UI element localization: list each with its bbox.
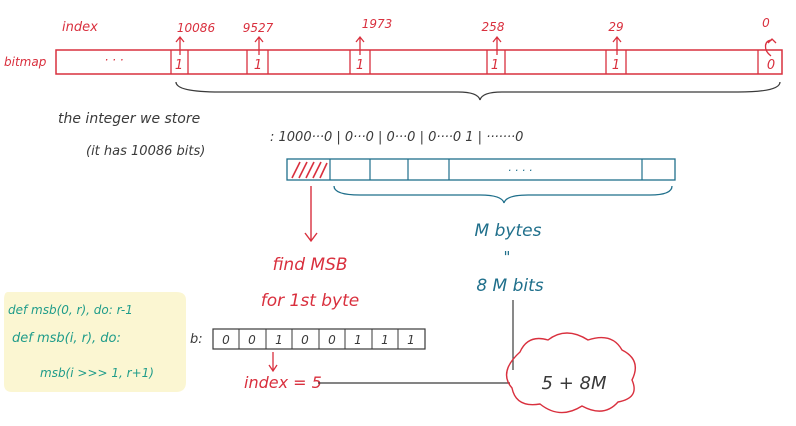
code-line2: def msb(i, r), do:: [12, 331, 121, 346]
bit-value: 0: [328, 333, 336, 347]
bit-value: 1: [275, 333, 283, 347]
index-label: index: [62, 20, 98, 35]
bytes-brace: [333, 185, 673, 204]
hatch-stroke: [312, 161, 322, 179]
up-arrow-icon: [612, 35, 622, 55]
bytes-label: M bytes: [475, 221, 542, 241]
bitmap-cell-bit: 1: [254, 58, 262, 73]
hatch-stroke: [291, 161, 301, 179]
bitmap-cell-bit: 1: [175, 58, 183, 73]
code-highlight: [4, 292, 186, 392]
bitmap-strip-outline: [55, 49, 783, 75]
result-value: 5 + 8M: [542, 373, 607, 394]
hatch-stroke: [319, 162, 328, 179]
bitmap-cell: 9527 1: [243, 21, 274, 73]
curly-brace: [175, 81, 781, 101]
byte-b-label: b:: [190, 332, 203, 347]
integer-caption-line2: (it has 10086 bits): [86, 144, 205, 159]
index-result: index = 5: [244, 373, 322, 392]
bitmap-cell-bit: 0: [767, 58, 775, 73]
up-arrow-icon: [254, 35, 264, 55]
byte-strip: [286, 158, 676, 181]
bitmap-cell-index: 10086: [177, 21, 216, 35]
bitmap-cell: 29 1: [608, 20, 623, 73]
equals-sign: ": [504, 248, 511, 266]
bit-value: 1: [354, 333, 362, 347]
code-line3: msb(i >>> 1, r+1): [40, 366, 154, 380]
bits-label: 8 M bits: [476, 276, 543, 296]
bitmap-strip: [55, 49, 783, 75]
binary-representation: : 1000···0 | 0···0 | 0···0 | 0····0 1 | …: [270, 130, 523, 145]
first-byte-hatch: [291, 161, 328, 179]
bitmap-cell-bit: 1: [356, 58, 364, 73]
bit-value: 0: [248, 333, 256, 347]
bitmap-cell-index: 9527: [243, 21, 274, 35]
bit-value: 0: [222, 333, 230, 347]
bitmap-row-label: bitmap: [4, 55, 47, 69]
bit-value: 0: [301, 333, 309, 347]
curved-up-arrow-icon: [764, 38, 777, 57]
bitmap-cell: 258 1: [482, 20, 505, 73]
up-arrow-icon: [175, 35, 185, 55]
up-arrow-icon: [355, 35, 365, 55]
find-msb-line1: find MSB: [272, 255, 347, 275]
bitmap-ellipsis: · · ·: [104, 53, 123, 67]
code-line1: def msb(0, r), do: r-1: [8, 303, 133, 317]
bit-box: [212, 328, 426, 350]
bit-value: 1: [407, 333, 415, 347]
bitmap-cell-index: 0: [762, 16, 770, 30]
bitmap-cell-bit: 1: [491, 58, 499, 73]
msb-down-arrow-icon: [268, 352, 278, 373]
bitmap-cell: 10086 1: [175, 21, 216, 73]
bitmap-cell: 1973 1: [355, 17, 393, 73]
hatch-stroke: [298, 161, 308, 179]
hatch-stroke: [305, 161, 315, 179]
down-arrow-icon: [304, 186, 318, 243]
result-cloud: [505, 332, 636, 414]
up-arrow-icon: [492, 35, 502, 55]
bitmap-cell-index: 1973: [362, 17, 393, 31]
byte-strip-outline: [286, 158, 676, 181]
bytes-ellipsis: · · · ·: [508, 164, 532, 177]
integer-caption-line1: the integer we store: [58, 111, 200, 127]
bitmap-cell-index: 29: [608, 20, 623, 34]
bit-value: 1: [381, 333, 389, 347]
bitmap-cell: 0 0: [762, 16, 777, 73]
find-msb-line2: for 1st byte: [261, 291, 360, 311]
bitmap-cell-bit: 1: [612, 58, 620, 73]
bitmap-cell-index: 258: [482, 20, 505, 34]
